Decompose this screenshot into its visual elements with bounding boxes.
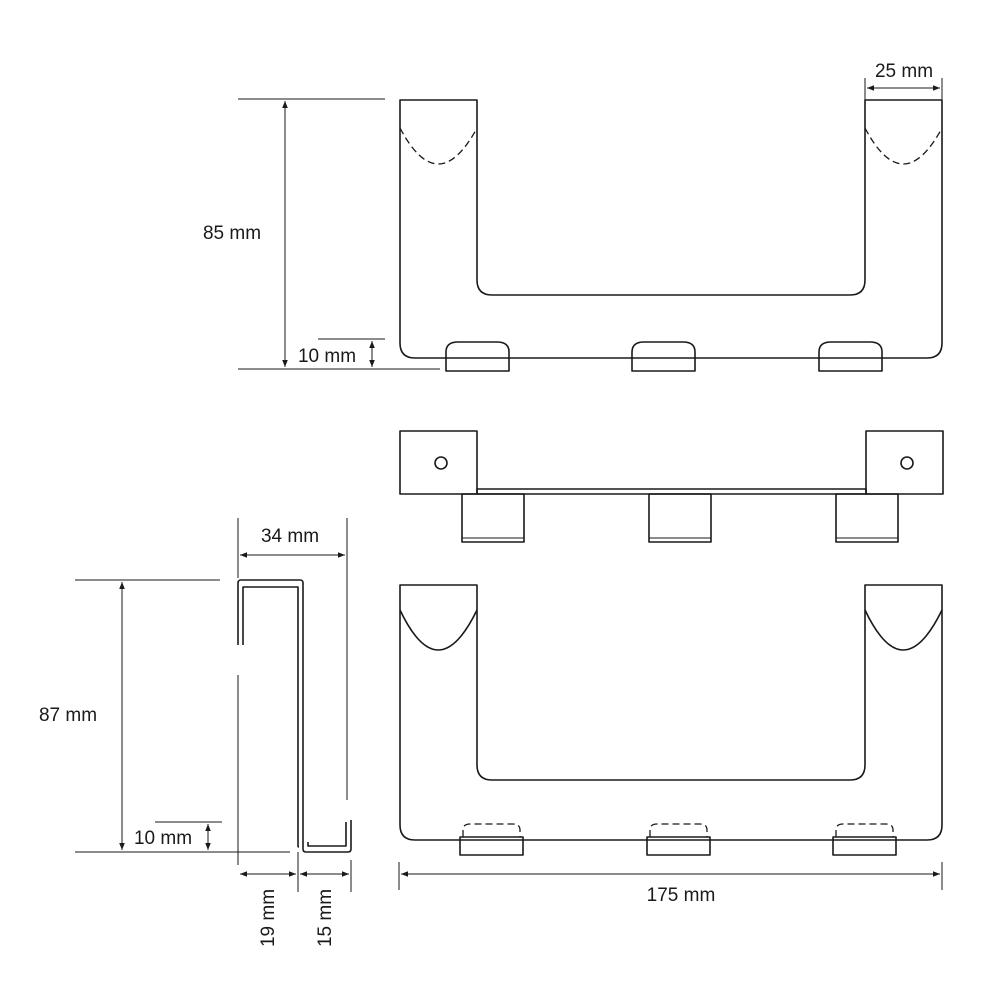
dimension-label-top-height: 85 mm (203, 223, 261, 244)
hook-left (461, 493, 525, 543)
side-profile-inner (242, 586, 300, 848)
foot-hidden-left (462, 823, 521, 837)
foot-hidden-right (835, 823, 894, 837)
screw-hole-left (434, 456, 448, 470)
dimension-label-side-base: 10 mm (134, 828, 192, 849)
dimension-label-side-inner-gap: 19 mm (258, 889, 279, 947)
left-tab-curve-hidden (399, 127, 478, 165)
hook-body-outline (399, 99, 943, 359)
dimension-label-top-base: 10 mm (298, 346, 356, 367)
screw-hole-right (900, 456, 914, 470)
hook-center (648, 493, 712, 543)
dimension-label-top-width: 25 mm (875, 61, 933, 82)
foot-pad-back-center (646, 836, 711, 856)
foot-pad-center (631, 341, 696, 372)
foot-pad-right (818, 341, 883, 372)
side-profile-lip (307, 822, 347, 847)
dimension-label-side-height: 87 mm (39, 705, 97, 726)
hook-body-outline-back (399, 584, 943, 841)
right-mount-block (865, 430, 944, 495)
side-profile-outer (237, 579, 352, 853)
dimension-label-side-bottom-gap: 15 mm (315, 889, 336, 947)
foot-pad-back-right (832, 836, 897, 856)
right-tab-curve (864, 609, 943, 651)
foot-hidden-center (649, 823, 708, 837)
left-tab-curve (399, 609, 478, 651)
hook-right (835, 493, 899, 543)
foot-pad-back-left (459, 836, 524, 856)
dimension-label-total-width: 175 mm (647, 885, 716, 906)
top-down-view (399, 430, 944, 543)
right-tab-curve-hidden (864, 127, 943, 165)
back-view-bottom: 175 mm (398, 584, 943, 906)
front-view-top: 85 mm 10 mm 25 mm (203, 61, 943, 372)
dimension-label-side-depth: 34 mm (261, 526, 319, 547)
foot-pad-left (445, 341, 510, 372)
left-mount-block (399, 430, 478, 495)
side-view: 34 mm 87 mm 10 mm 19 mm 15 mm (39, 518, 352, 947)
